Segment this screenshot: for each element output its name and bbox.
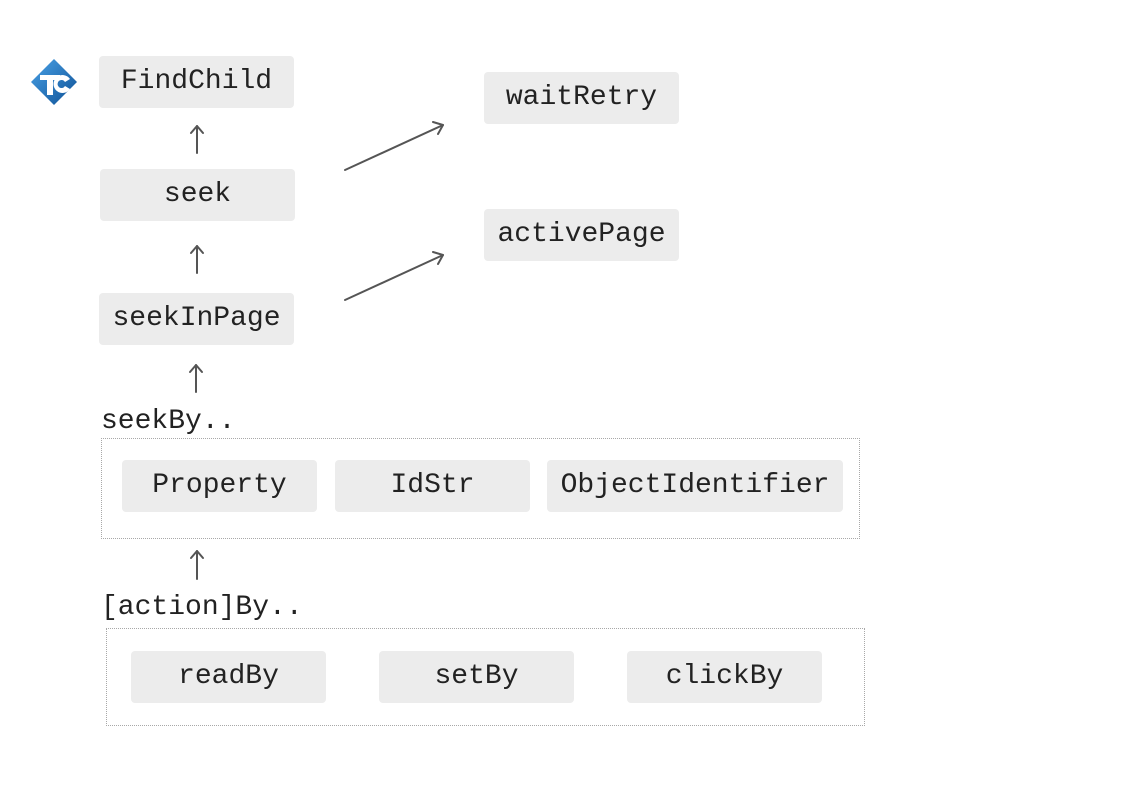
node-id-str: IdStr [335,460,530,512]
tc-logo-icon [31,59,77,105]
group-label-action-by: [action]By.. [101,592,303,623]
group-box-seek-by [101,438,860,539]
node-active-page: activePage [484,209,679,261]
group-box-action-by [106,628,865,726]
node-seek-in-page: seekInPage [99,293,294,345]
arrow-seek-to-wait-retry [344,121,444,171]
arrow-seek-in-page-to-seek [190,245,204,274]
node-property: Property [122,460,317,512]
arrow-action-by-to-seek-by [190,550,204,580]
node-find-child: FindChild [99,56,294,108]
node-object-identifier: ObjectIdentifier [547,460,843,512]
node-wait-retry: waitRetry [484,72,679,124]
group-label-seek-by: seekBy.. [101,406,236,437]
node-read-by: readBy [131,651,326,703]
arrow-seek-by-to-seek-in-page [189,364,203,393]
arrow-seek-in-page-to-active-page [344,251,444,301]
node-click-by: clickBy [627,651,822,703]
node-set-by: setBy [379,651,574,703]
arrow-seek-to-find-child [190,125,204,154]
node-seek: seek [100,169,295,221]
